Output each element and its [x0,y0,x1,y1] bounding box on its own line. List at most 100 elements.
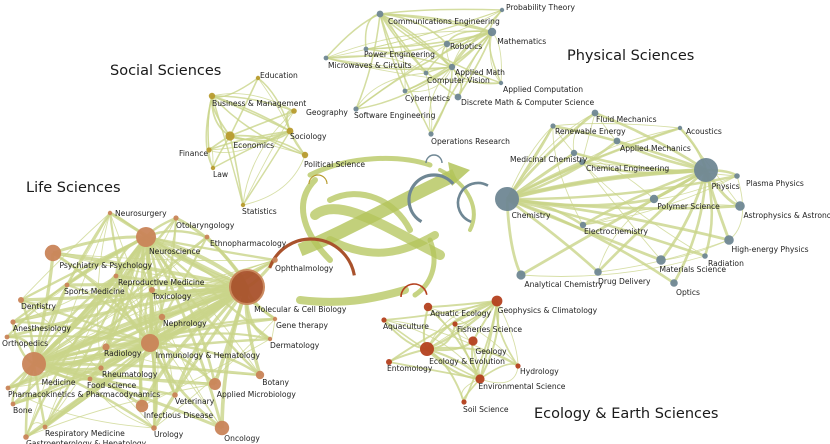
edge-geophysics-and-climatology-ecology-and-evolution [426,299,498,350]
edge-physics-electrochemistry [582,168,707,227]
node-neurosurgery[interactable] [107,210,113,216]
node-law[interactable] [210,165,216,171]
node-rheumatology[interactable] [98,365,104,371]
node-finance[interactable] [206,147,212,153]
edge [425,72,433,135]
node-optics[interactable] [670,279,678,287]
node-materials-science[interactable] [656,255,666,265]
label-ophthalmology: Ophthalmology [275,264,334,273]
label-high-energy-physics: High-energy Physics [731,245,808,254]
node-power-engineering[interactable] [363,46,369,52]
edge-immunology-and-hematology-botany [149,341,261,376]
node-physics[interactable] [694,158,718,182]
node-political-science[interactable] [301,151,309,159]
node-ecology-and-evolution[interactable] [420,342,434,356]
node-molecular-and-cell-biology[interactable] [229,269,265,305]
node-education[interactable] [255,75,261,81]
node-software-engineering[interactable] [353,106,359,112]
node-statistics[interactable] [240,202,246,208]
node-gastroenterology-and-hepatology[interactable] [23,434,29,440]
node-renewable-energy[interactable] [550,123,556,129]
node-food-science[interactable] [87,376,93,382]
node-reproductive-medicine[interactable] [113,273,119,279]
node-nephrology[interactable] [158,313,166,321]
edge [572,112,596,154]
node-orthopedics[interactable] [4,334,10,340]
node-plasma-physics[interactable] [734,173,740,179]
node-fisheries-science[interactable] [452,321,458,327]
node-sociology[interactable] [286,127,294,135]
node-geography[interactable] [291,108,297,114]
node-soil-science[interactable] [461,399,467,405]
node-pharmacokinetics-and-pharmacodynamics[interactable] [5,385,11,391]
node-cybernetics[interactable] [402,88,408,94]
node-immunology-and-hematology[interactable] [141,334,159,352]
flow-arc-3 [327,191,413,233]
node-respiratory-medicine[interactable] [42,424,48,430]
node-drug-delivery[interactable] [594,268,602,276]
node-probability-theory[interactable] [499,7,505,13]
node-applied-computation[interactable] [498,80,504,86]
edge-immunology-and-hematology-dentistry [20,298,151,345]
node-communications-engineering[interactable] [376,10,384,18]
node-gene-therapy[interactable] [272,316,278,322]
node-environmental-science[interactable] [475,374,485,384]
node-robotics[interactable] [443,40,451,48]
node-fluid-mechanics[interactable] [591,109,599,117]
node-high-energy-physics[interactable] [724,235,734,245]
node-geology[interactable] [468,336,478,346]
node-ophthalmology[interactable] [272,257,278,263]
node-geophysics-and-climatology[interactable] [491,295,503,307]
node-dentistry[interactable] [18,297,24,303]
node-oncology[interactable] [214,420,230,436]
node-radiation[interactable] [702,253,708,259]
edge [489,31,502,84]
node-polymer-science[interactable] [649,194,659,204]
node-ethnopharmacology[interactable] [204,234,210,240]
edge [52,252,248,288]
node-dermatology[interactable] [267,336,273,342]
node-applied-math[interactable] [448,63,456,71]
label-applied-microbiology: Applied Microbiology [217,390,297,399]
node-anesthesiology[interactable] [10,319,16,325]
node-otolaryngology[interactable] [173,215,179,221]
node-entomology[interactable] [386,359,392,365]
node-infectious-disease[interactable] [135,399,149,413]
node-applied-microbiology[interactable] [209,378,221,390]
node-medicine[interactable] [22,352,46,376]
label-orthopedics: Orthopedics [2,339,48,348]
node-computer-vision[interactable] [423,70,429,76]
edge-business-and-management-geography [211,95,295,112]
node-hydrology[interactable] [515,363,521,369]
label-economics: Economics [233,141,274,150]
network-edges [6,8,743,439]
node-chemistry[interactable] [495,187,519,211]
node-electrochemistry[interactable] [579,221,587,229]
node-microwaves-and-circuits[interactable] [323,55,329,61]
node-toxicology[interactable] [149,287,155,293]
node-sports-medicine[interactable] [64,282,70,288]
node-analytical-chemistry[interactable] [516,270,526,280]
node-astrophysics-and-astronomy[interactable] [735,201,745,211]
node-aquatic-ecology[interactable] [423,302,433,312]
node-chemical-engineering[interactable] [579,159,585,165]
node-applied-mechanics[interactable] [613,137,621,145]
node-operations-research[interactable] [428,131,434,137]
node-acoustics[interactable] [677,125,683,131]
node-discrete-math-and-computer-science[interactable] [454,93,462,101]
node-veterinary[interactable] [172,392,178,398]
node-economics[interactable] [225,131,235,141]
node-urology[interactable] [151,425,157,431]
label-geophysics-and-climatology: Geophysics & Climatology [498,306,598,315]
node-bone[interactable] [10,401,16,407]
node-radiology[interactable] [102,343,110,351]
node-neuroscience[interactable] [136,227,156,247]
node-mathematics[interactable] [487,27,497,37]
node-botany[interactable] [255,370,265,380]
node-business-and-management[interactable] [208,92,216,100]
node-aquaculture[interactable] [381,317,387,323]
node-psychiatry-and-psychology[interactable] [44,244,62,262]
node-medicinal-chemistry[interactable] [570,149,578,157]
